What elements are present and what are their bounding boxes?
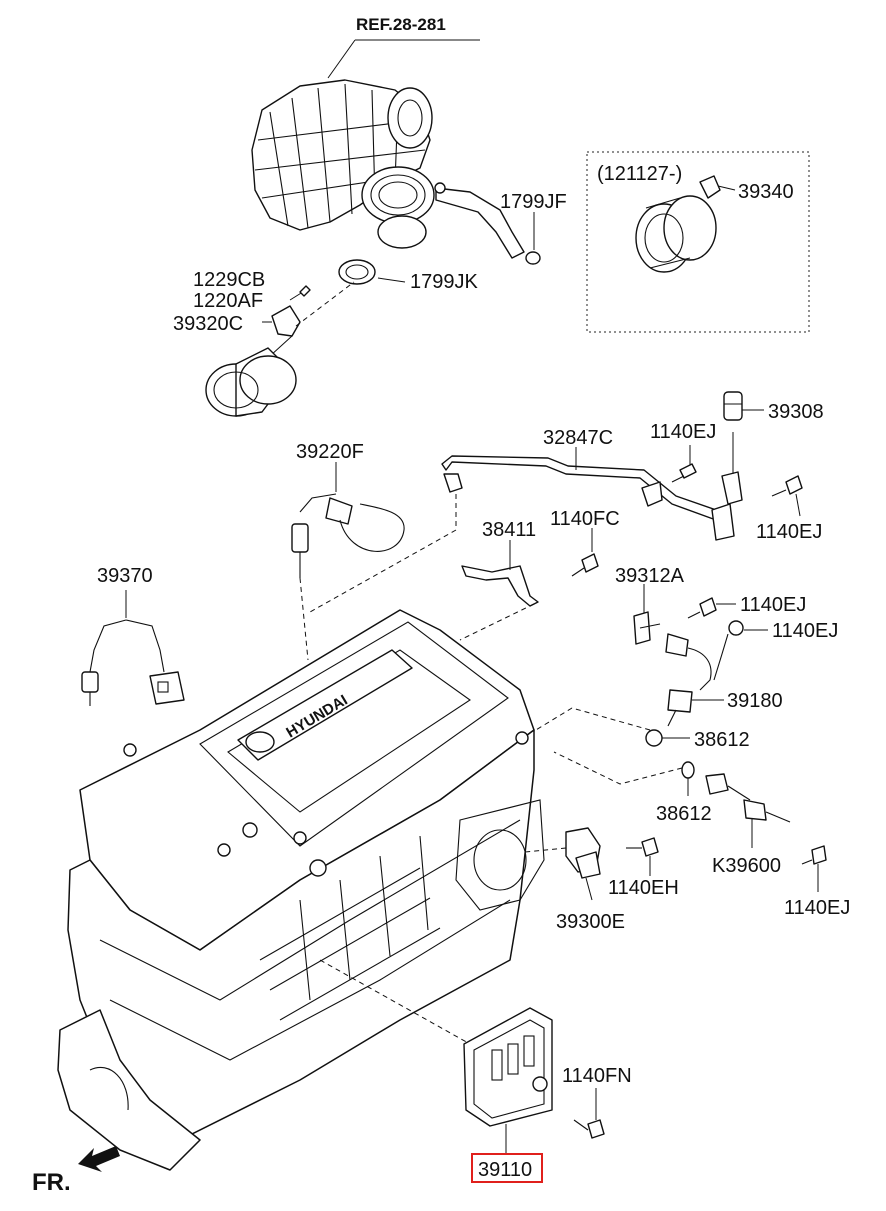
bolt-1140eh xyxy=(626,837,659,876)
bracket-39312a xyxy=(633,584,661,645)
date-note: (121127-) xyxy=(597,163,682,185)
washer-38612-b xyxy=(681,761,695,796)
sensor-variant-box xyxy=(586,151,810,333)
label-1140ej-a: 1140EJ xyxy=(650,421,716,443)
engine-block: HYUNDAI xyxy=(57,609,545,1171)
clamp-1799jk xyxy=(338,259,406,285)
front-direction-arrow xyxy=(78,1146,120,1172)
sensor-39308 xyxy=(723,391,764,421)
washer-38612-a xyxy=(645,729,690,747)
label-1140ej-b: 1140EJ xyxy=(756,521,822,543)
guide-line-38612 xyxy=(553,751,683,785)
bolt-1140ej-e xyxy=(801,845,827,892)
knock-sensor-k39600 xyxy=(705,773,791,848)
label-1140fc: 1140FC xyxy=(550,508,620,530)
label-32847c: 32847C xyxy=(543,427,613,449)
label-1799jk: 1799JK xyxy=(410,271,478,293)
label-1220af: 1220AF xyxy=(193,290,263,312)
label-39320c: 39320C xyxy=(173,313,243,335)
ref-label: REF.28-281 xyxy=(356,15,446,34)
guide-line-pipe xyxy=(309,494,457,613)
label-38612-b: 38612 xyxy=(656,803,712,825)
bolt-1140ej-a xyxy=(671,445,697,483)
bolt-1140fc xyxy=(571,528,599,577)
label-38411: 38411 xyxy=(482,519,536,541)
label-39110: 39110 xyxy=(478,1159,532,1181)
label-39370: 39370 xyxy=(97,565,153,587)
guide-line-39180 xyxy=(525,707,651,737)
label-38612-a: 38612 xyxy=(694,729,750,751)
label-1140fn: 1140FN xyxy=(562,1065,632,1087)
label-39340: 39340 xyxy=(738,181,794,203)
highlight-box-39110 xyxy=(471,1153,543,1183)
bolt-1140ej-d xyxy=(728,620,768,636)
pipe-32847c xyxy=(441,432,743,541)
ecu-39110 xyxy=(319,959,553,1154)
label-39300e: 39300E xyxy=(556,911,625,933)
sensor-39220f xyxy=(291,462,405,661)
label-39312a: 39312A xyxy=(615,565,685,587)
label-1799jf: 1799JF xyxy=(500,191,567,213)
label-k39600: K39600 xyxy=(712,855,781,877)
front-direction-label: FR. xyxy=(32,1169,71,1196)
label-39180: 39180 xyxy=(727,690,783,712)
air-cleaner-assembly xyxy=(251,39,525,259)
bracket-38411 xyxy=(459,540,539,641)
label-1140eh: 1140EH xyxy=(608,877,679,899)
label-39220f: 39220F xyxy=(296,441,364,463)
bolt-1140fn xyxy=(573,1088,605,1139)
bolt-1140ej-c xyxy=(687,597,736,619)
label-1140ej-c: 1140EJ xyxy=(740,594,806,616)
label-1140ej-e: 1140EJ xyxy=(784,897,850,919)
sensor-39180 xyxy=(665,633,729,727)
bolt-1140ej-b xyxy=(771,475,803,517)
sensor-39370 xyxy=(81,590,185,706)
label-39308: 39308 xyxy=(768,401,824,423)
air-flow-sensor-39320c xyxy=(205,281,355,417)
label-1229cb: 1229CB xyxy=(193,269,265,291)
label-1140ej-d: 1140EJ xyxy=(772,620,838,642)
clip-1799jf xyxy=(525,212,541,265)
